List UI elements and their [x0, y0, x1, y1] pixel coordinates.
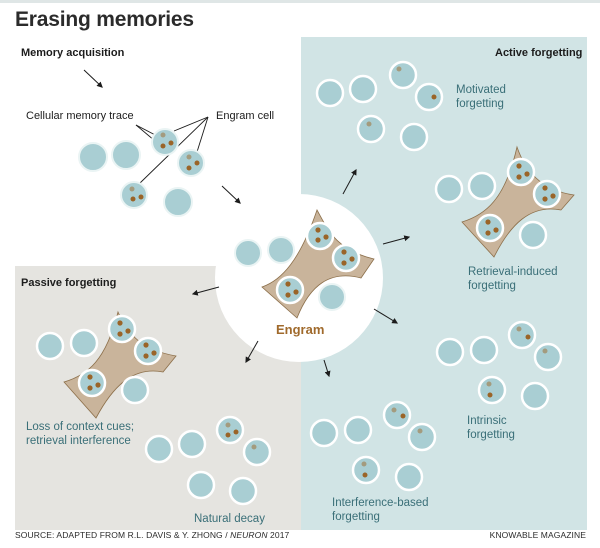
source-prefix: SOURCE: ADAPTED FROM R.L. DAVIS & Y. ZHO… [15, 530, 231, 540]
natural-decay-label: Natural decay [194, 513, 265, 525]
arrow-to-natural-decay [245, 340, 259, 364]
cell [267, 236, 295, 264]
source-journal: NEURON [230, 530, 268, 540]
label-line: forgetting [332, 511, 380, 523]
arrow-to-interference [323, 359, 331, 378]
natural-decay-cells [144, 415, 272, 506]
central-engram [234, 209, 375, 319]
retrieval-induced-engram [434, 145, 575, 258]
acquisition-cells [78, 128, 205, 217]
passive-engram [35, 310, 177, 419]
arrow-to-intrinsic [373, 308, 399, 324]
acquisition-arrow [83, 69, 103, 88]
arrow-to-motivated [342, 168, 357, 195]
motivated-forgetting-cells [315, 60, 444, 152]
label-line: forgetting [456, 98, 504, 110]
cell [234, 239, 262, 267]
engram-cell [331, 243, 361, 273]
engram-cell [275, 275, 305, 305]
to-engram-arrow [221, 185, 241, 204]
retrieval-induced-forgetting-label: Retrieval-induced forgetting [468, 265, 558, 293]
label-line: Retrieval-induced [468, 266, 558, 278]
passive-forgetting-heading: Passive forgetting [21, 277, 117, 289]
motivated-forgetting-label: Motivated forgetting [456, 83, 506, 111]
label-line: Motivated [456, 84, 506, 96]
intrinsic-forgetting-label: Intrinsic forgetting [467, 414, 515, 442]
engram-label: Engram [276, 322, 325, 337]
active-forgetting-heading: Active forgetting [495, 47, 583, 59]
cell [318, 283, 346, 311]
intrinsic-forgetting-cells [435, 320, 563, 411]
arrow-to-passive [191, 286, 220, 296]
cell [78, 142, 108, 172]
label-line: Interference-based [332, 497, 429, 509]
label-line: Loss of context cues; [26, 421, 135, 433]
memory-acquisition-label: Memory acquisition [21, 47, 125, 59]
engram-cell [305, 221, 335, 251]
label-line: retrieval interference [26, 435, 131, 447]
source-year: 2017 [267, 530, 290, 540]
arrow-to-retrieval-induced [382, 235, 411, 245]
label-line: forgetting [468, 280, 516, 292]
label-line: Intrinsic [467, 415, 507, 427]
engram-cell [151, 128, 179, 156]
engram-cell [120, 181, 148, 209]
top-rule [0, 0, 600, 3]
interference-based-forgetting-label: Interference-based forgetting [332, 496, 429, 524]
page-title: Erasing memories [15, 8, 194, 31]
engram-cell [177, 149, 205, 177]
cell [163, 187, 193, 217]
cell [111, 140, 141, 170]
loss-of-context-label: Loss of context cues; retrieval interfer… [26, 420, 134, 448]
label-line: forgetting [467, 429, 515, 441]
engram-cell-label: Engram cell [216, 110, 275, 122]
interference-forgetting-cells [309, 400, 437, 492]
cellular-memory-trace-label: Cellular memory trace [26, 110, 134, 122]
source-credit: SOURCE: ADAPTED FROM R.L. DAVIS & Y. ZHO… [15, 530, 289, 540]
publisher-credit: KNOWABLE MAGAZINE [489, 530, 586, 540]
